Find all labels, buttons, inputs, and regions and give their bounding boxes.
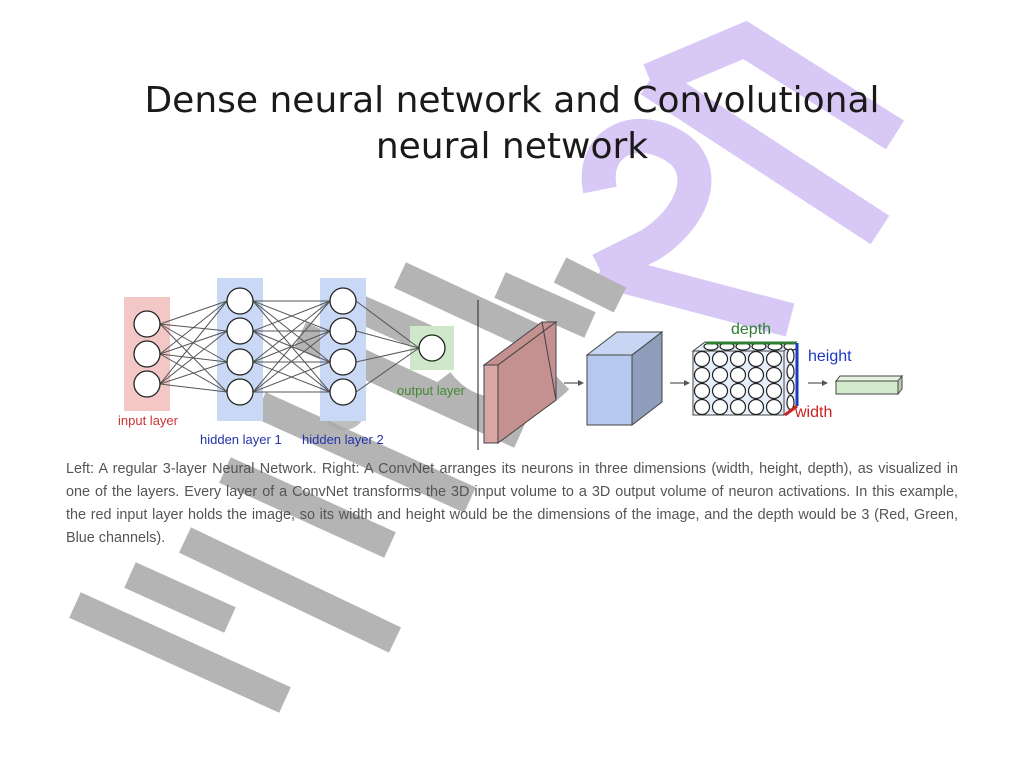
connection (252, 361, 331, 393)
volume-neuron (693, 366, 711, 384)
arrow-1-head (578, 380, 584, 386)
connection (252, 300, 331, 332)
connection (252, 300, 331, 363)
volume-neuron (693, 382, 711, 400)
volume-neuron (747, 366, 765, 384)
neuron (329, 287, 357, 315)
connection (355, 330, 420, 349)
volume-neuron (711, 366, 729, 384)
input-layer-label: input layer (118, 413, 179, 428)
volume-neuron (729, 366, 747, 384)
convnet: depth height width (482, 321, 904, 444)
volume-neuron (693, 398, 711, 416)
volume-neuron (786, 379, 795, 395)
volume-neuron (729, 350, 747, 368)
depth-label: depth (731, 321, 771, 338)
output-volume-front (835, 380, 899, 395)
volume-neuron (729, 382, 747, 400)
network-figure: input layer hidden layer 1 hidden layer … (118, 278, 904, 450)
neuron (226, 287, 254, 315)
watermark-stroke (69, 592, 291, 713)
volume-neuron (693, 350, 711, 368)
input-volume (482, 321, 558, 444)
watermark-purple-strokes (581, 20, 905, 337)
volume-neuron (711, 350, 729, 368)
dense-network: input layer hidden layer 1 hidden layer … (118, 278, 466, 447)
output-volume (834, 374, 904, 396)
hidden-layer-1-label: hidden layer 1 (200, 432, 282, 447)
watermark-stroke (394, 262, 546, 353)
connection (159, 300, 228, 325)
neuron (329, 378, 357, 406)
volume-neuron (747, 382, 765, 400)
hidden-volume (585, 330, 664, 427)
watermark-stroke (643, 20, 905, 150)
volume-neuron (747, 398, 765, 416)
watermark-stroke (124, 562, 236, 633)
arrow-2-head (684, 380, 690, 386)
connection (159, 300, 228, 355)
connection (159, 300, 228, 385)
dense-edges (159, 300, 420, 393)
watermark-stroke (640, 65, 890, 245)
hidden-layer-2-label: hidden layer 2 (302, 432, 384, 447)
arrow-3-head (822, 380, 828, 386)
width-label: width (794, 404, 832, 421)
neuron (133, 310, 161, 338)
slide-title: Dense neural network and Convolutional n… (144, 80, 880, 167)
volume-neuron (747, 350, 765, 368)
connection (355, 300, 420, 349)
connection (159, 330, 228, 385)
volume-neuron (786, 363, 795, 380)
neuron (226, 317, 254, 345)
watermark-stroke (254, 392, 476, 513)
neuron-grid-cells (693, 342, 799, 416)
hidden-volume-front (586, 354, 633, 426)
connection (252, 300, 331, 393)
watermark-stroke (581, 118, 712, 286)
watermark-stroke (219, 457, 396, 558)
output-layer-label: output layer (397, 383, 466, 398)
volume-neuron (711, 382, 729, 400)
input-volume-front (483, 364, 499, 444)
neuron (226, 348, 254, 376)
output-volume-top (834, 375, 904, 382)
connection (159, 361, 228, 385)
neuron (133, 340, 161, 368)
figure-caption: Left: A regular 3-layer Neural Network. … (66, 461, 958, 546)
neuron (329, 317, 357, 345)
neuron (226, 378, 254, 406)
dense-nodes (133, 287, 446, 406)
connection (355, 347, 420, 363)
input-volume-back (541, 321, 557, 401)
volume-neuron (711, 398, 729, 416)
neuron (418, 334, 446, 362)
neuron-volume: depth height width (691, 321, 852, 421)
connection (159, 383, 228, 393)
watermark-stroke (553, 257, 627, 313)
watermark-stroke (595, 253, 795, 337)
connection (355, 347, 420, 393)
volume-neuron (729, 398, 747, 416)
volume-neuron (765, 382, 783, 400)
volume-neuron (765, 366, 783, 384)
watermark-stroke (178, 527, 402, 653)
volume-neuron (765, 350, 783, 368)
volume-neuron (765, 398, 783, 416)
neuron (329, 348, 357, 376)
width-edge (784, 404, 798, 417)
connection (252, 330, 331, 393)
height-label: height (808, 348, 852, 365)
neuron (133, 370, 161, 398)
volume-neuron (786, 348, 795, 364)
watermark-stroke (494, 272, 596, 338)
